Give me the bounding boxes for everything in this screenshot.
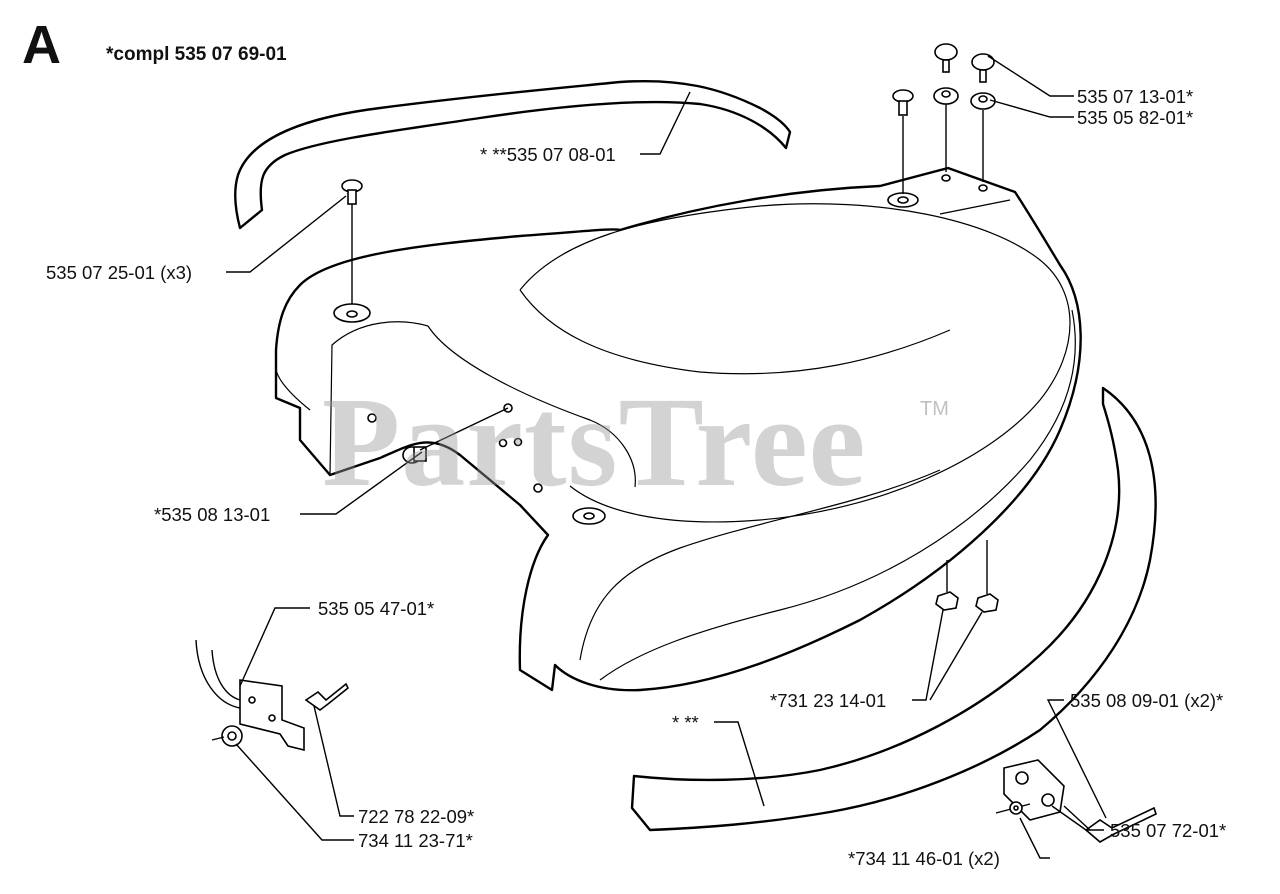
top-trim-strip — [234, 79, 792, 230]
leader-lines — [226, 55, 1107, 859]
part-label[interactable]: 734 11 23-71* — [358, 830, 473, 851]
part-label[interactable]: * ** — [672, 712, 699, 733]
part-label[interactable]: * **535 07 08-01 — [480, 144, 616, 165]
part-label[interactable]: 535 08 09-01 (x2)* — [1070, 690, 1224, 711]
part-label[interactable]: 535 05 47-01* — [318, 598, 435, 619]
part-label[interactable]: 535 07 13-01* — [1077, 86, 1194, 107]
assembly-label: *compl 535 07 69-01 — [106, 44, 287, 65]
part-label[interactable]: 535 07 72-01* — [1110, 820, 1227, 841]
watermark: PartsTree — [322, 371, 867, 513]
part-label[interactable]: *731 23 14-01 — [770, 690, 887, 711]
right-trim-strip — [630, 386, 1157, 832]
part-label[interactable]: *734 11 46-01 (x2) — [848, 848, 1000, 869]
part-label[interactable]: 535 07 25-01 (x3) — [46, 262, 193, 283]
part-label[interactable]: 535 05 82-01* — [1077, 107, 1194, 128]
hardware — [195, 43, 1157, 843]
trademark-mark: TM — [920, 398, 949, 420]
main-cover — [274, 166, 1082, 692]
section-letter: A — [22, 15, 61, 75]
part-label[interactable]: *535 08 13-01 — [154, 504, 271, 525]
part-label[interactable]: 722 78 22-09* — [358, 806, 475, 827]
